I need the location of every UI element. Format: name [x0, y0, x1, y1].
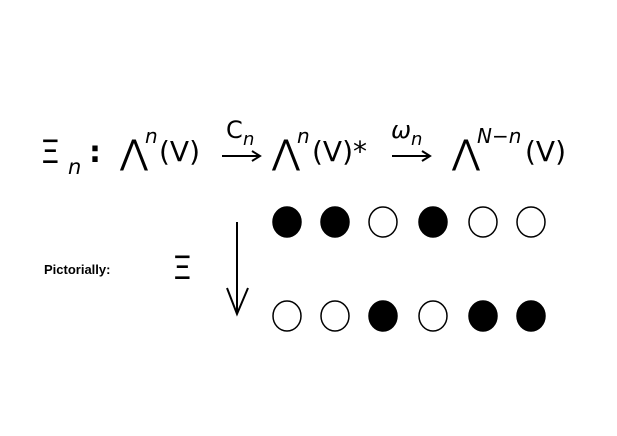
- arrow2-label-sub: n: [411, 129, 423, 150]
- bottom-circle-2-empty: [320, 300, 350, 332]
- pictorially-label: Pictorially:: [44, 262, 111, 277]
- bottom-circle-4-empty: [418, 300, 448, 332]
- exponent-n-minus: N−n: [477, 124, 522, 148]
- top-circle-6-empty: [516, 206, 546, 238]
- bottom-circle-5-filled: [468, 300, 498, 332]
- exponent-n-2: n: [297, 124, 310, 148]
- wedge-1: ⋀: [120, 133, 148, 173]
- bottom-circle-1-empty: [272, 300, 302, 332]
- pictorial-xi-symbol: Ξ: [172, 249, 193, 287]
- top-circle-1-filled: [272, 206, 302, 238]
- bottom-circle-3-filled: [368, 300, 398, 332]
- arrow-omega-n: [392, 150, 432, 162]
- top-circle-3-empty: [368, 206, 398, 238]
- colon: :: [89, 135, 101, 170]
- xi-symbol: Ξ: [40, 133, 61, 171]
- bottom-circle-row: [272, 300, 546, 332]
- arrow2-label-main: ω: [391, 116, 412, 144]
- bottom-circle-6-filled: [516, 300, 546, 332]
- wedge-2: ⋀: [272, 133, 300, 173]
- arrow1-label-main: C: [226, 116, 243, 144]
- arrow1-label-sub: n: [243, 129, 255, 150]
- wedge-3: ⋀: [452, 133, 480, 173]
- top-circle-2-filled: [320, 206, 350, 238]
- space-v-3: (V): [525, 135, 567, 168]
- space-v-star: (V)*: [312, 135, 368, 168]
- exponent-n-1: n: [145, 124, 158, 148]
- top-circle-5-empty: [468, 206, 498, 238]
- down-arrow: [226, 222, 249, 317]
- top-circle-row: [272, 206, 546, 238]
- space-v-1: (V): [159, 135, 201, 168]
- top-circle-4-filled: [418, 206, 448, 238]
- xi-subscript: n: [68, 155, 82, 179]
- arrow-c-n: [222, 150, 262, 162]
